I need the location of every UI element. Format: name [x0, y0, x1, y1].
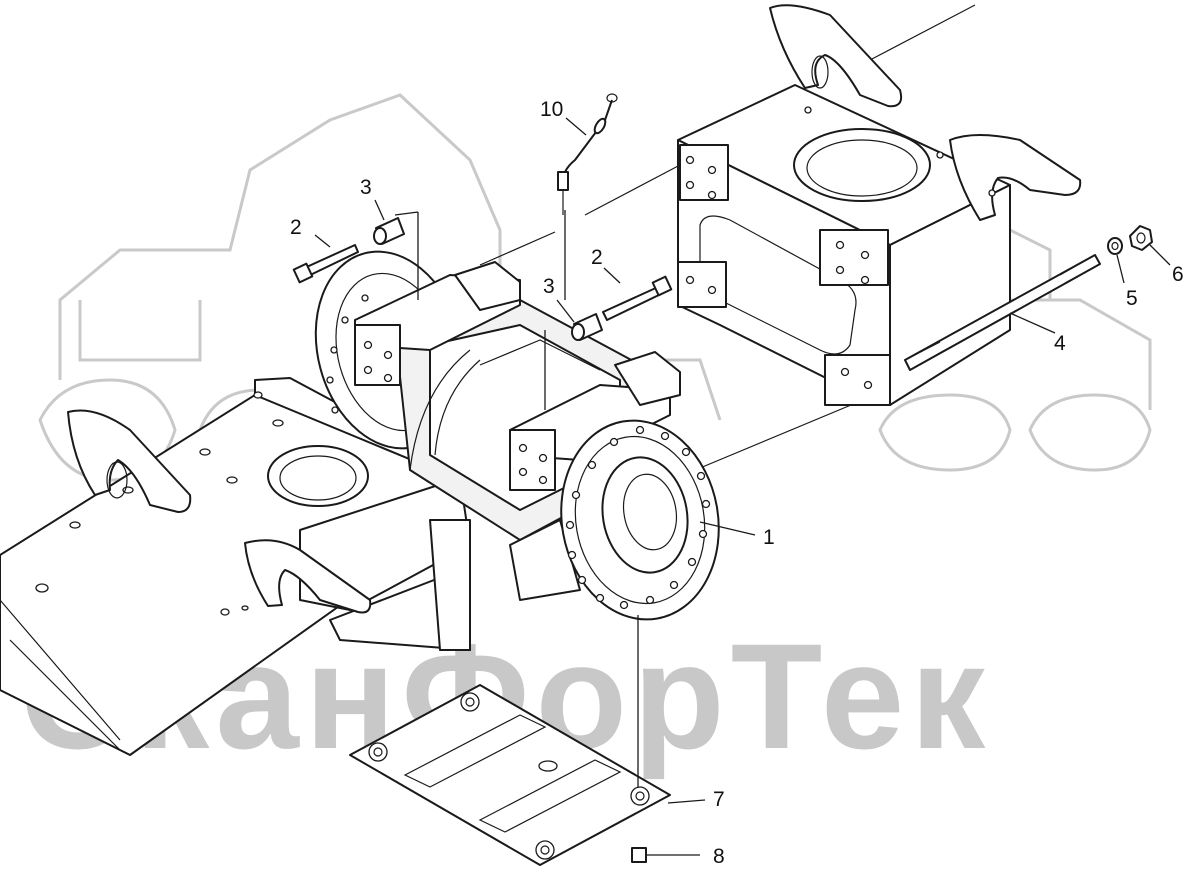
callout-2-right: 2 — [591, 246, 603, 269]
washer-5 — [1107, 237, 1123, 255]
callout-6: 6 — [1172, 263, 1184, 286]
callout-7: 7 — [713, 788, 725, 811]
callout-3-left: 3 — [360, 176, 372, 199]
bolt-2-left — [292, 244, 359, 284]
nut-6 — [1129, 225, 1153, 251]
callout-2-left: 2 — [290, 216, 302, 239]
callout-4: 4 — [1054, 332, 1066, 355]
stud-4 — [904, 254, 1101, 371]
flange-bolt-circle — [565, 425, 711, 610]
callout-1: 1 — [763, 526, 775, 549]
bushing-3-right — [571, 313, 603, 341]
bushing-3-left — [373, 217, 405, 245]
bolt-2-right — [602, 275, 673, 321]
skid-plate — [349, 684, 671, 866]
front-frame — [0, 377, 471, 756]
leader-lines — [314, 117, 1171, 804]
callout-8: 8 — [713, 845, 725, 868]
axle-housing — [314, 250, 720, 621]
rear-frame — [677, 4, 1082, 406]
callout-5: 5 — [1126, 287, 1138, 310]
callout-10: 10 — [540, 98, 563, 121]
grease-line-10 — [557, 93, 618, 215]
callout-labels: 1 2 2 3 3 4 5 6 7 8 10 — [290, 98, 1184, 868]
bolt-8 — [631, 847, 700, 863]
callout-3-right: 3 — [543, 275, 555, 298]
